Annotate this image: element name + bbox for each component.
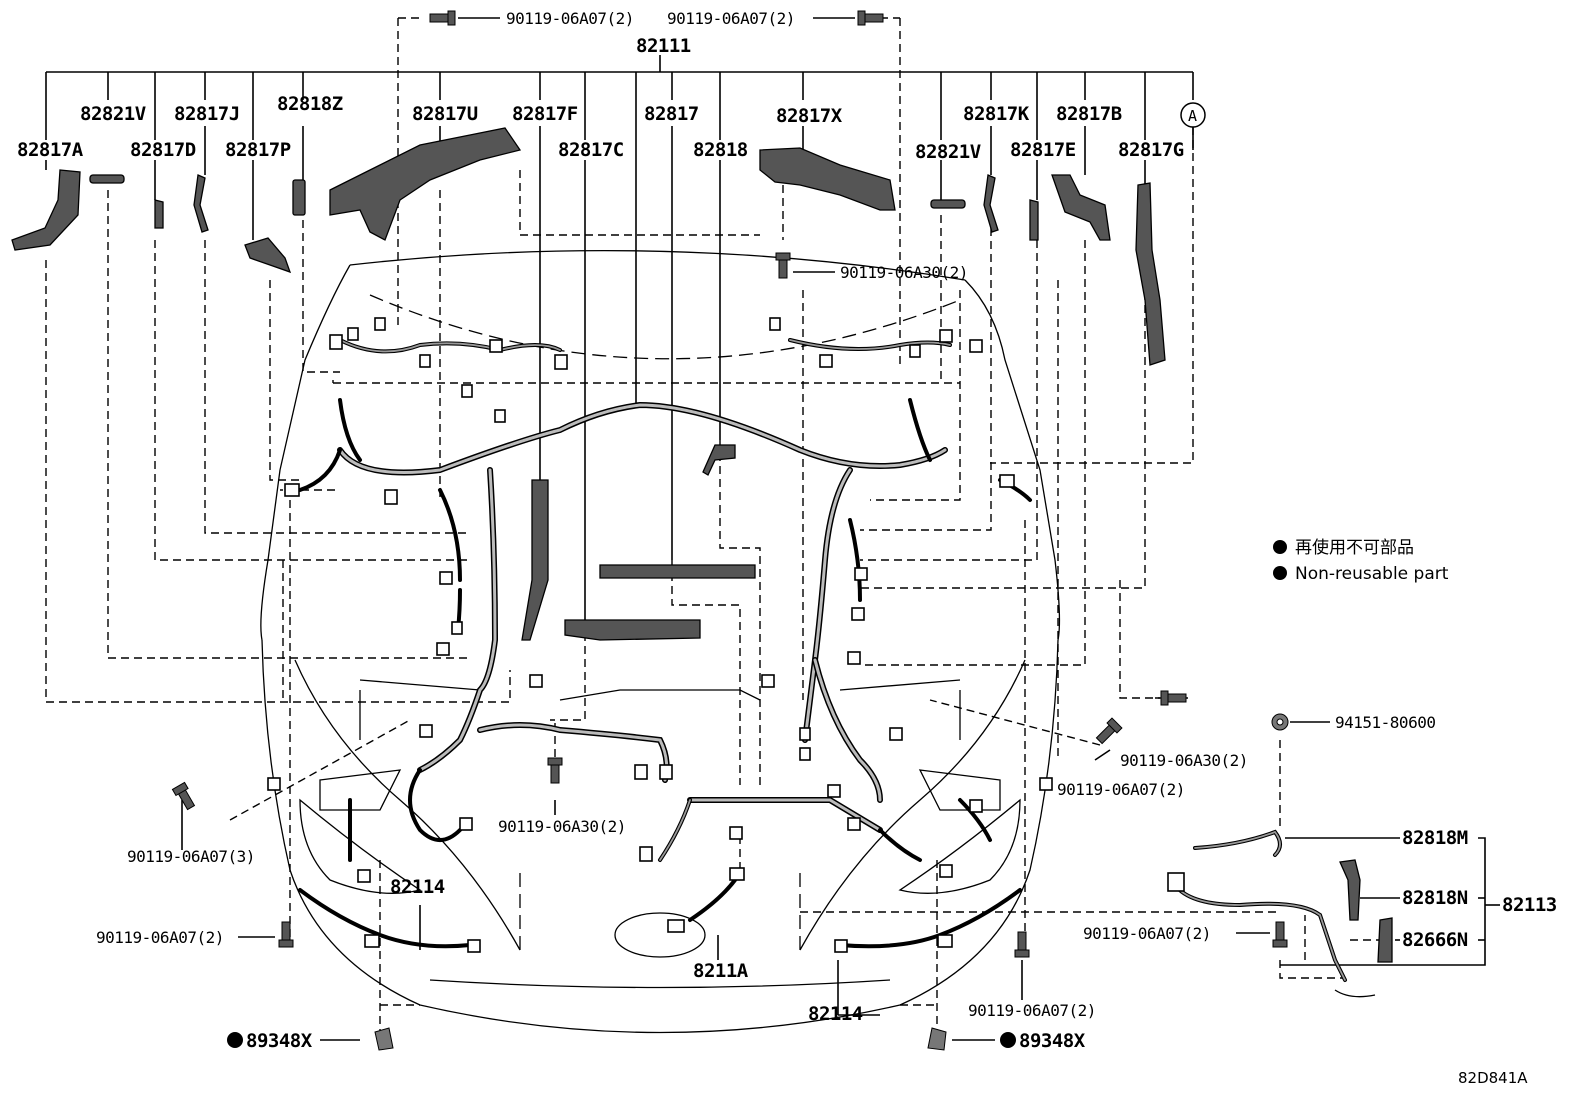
part-labels: 82111 82817A 82821V 82817D 82817J 82817P… xyxy=(17,9,1557,1087)
label-82821v-left: 82821V xyxy=(80,103,146,125)
bracket-82817 xyxy=(599,564,756,579)
label-82817j: 82817J xyxy=(174,103,240,125)
clip-82817d xyxy=(154,199,164,229)
clip-icon xyxy=(927,1027,947,1051)
label-82817f: 82817F xyxy=(512,103,578,125)
label-82666n: 82666N xyxy=(1402,929,1468,951)
label-82114-right: 82114 xyxy=(808,1003,863,1025)
clip-82818z xyxy=(292,179,306,216)
label-8211a: 8211A xyxy=(693,960,749,982)
non-reusable-dot-icon xyxy=(227,1032,243,1048)
label-82817: 82817 xyxy=(644,103,699,125)
label-fastener-right-bottom: 90119-06A07(2) xyxy=(968,1001,1096,1020)
bracket-82817x xyxy=(759,147,896,211)
label-82817b: 82817B xyxy=(1056,103,1122,125)
bolt-icon xyxy=(171,781,196,811)
legend-en: Non-reusable part xyxy=(1295,564,1449,584)
non-reusable-dot-icon xyxy=(1273,540,1287,554)
leader-lines xyxy=(45,17,1500,1041)
label-82817u: 82817U xyxy=(412,103,478,125)
bolt-icon xyxy=(547,757,563,784)
wire-harness xyxy=(298,338,1032,949)
fastener-icons xyxy=(171,10,1289,1051)
label-82113: 82113 xyxy=(1502,894,1557,916)
label-fastener-left-two: 90119-06A07(2) xyxy=(96,928,224,947)
label-82817k: 82817K xyxy=(963,103,1030,125)
label-82817g: 82817G xyxy=(1118,139,1184,161)
bracket-82817p xyxy=(244,237,292,274)
label-fastener-left-three: 90119-06A07(3) xyxy=(127,847,255,866)
label-fastener-top-left: 90119-06A07(2) xyxy=(506,9,634,28)
vehicle-outline xyxy=(260,249,1061,1034)
clip-82817j xyxy=(193,174,209,233)
clip-82818 xyxy=(702,444,736,476)
label-fastener-upper-right: 90119-06A30(2) xyxy=(840,263,968,282)
label-fastener-center-bottom: 90119-06A30(2) xyxy=(498,817,626,836)
bolt-icon xyxy=(1160,690,1187,706)
label-82817e: 82817E xyxy=(1010,139,1076,161)
bracket-82817f xyxy=(521,479,549,641)
clip-82821v-left xyxy=(89,174,125,184)
bracket-82817a xyxy=(11,169,81,251)
nut-icon xyxy=(1271,713,1289,731)
label-89348x-right: 89348X xyxy=(1019,1030,1086,1052)
clip-icon xyxy=(374,1027,394,1051)
callout-a-icon xyxy=(1180,102,1206,128)
bolt-icon xyxy=(775,252,791,279)
connectors xyxy=(267,317,1053,953)
bolt-icon xyxy=(1014,931,1030,958)
non-reusable-dot-icon xyxy=(1273,566,1287,580)
clip-82817k xyxy=(983,174,999,233)
label-fastener-right-a: 90119-06A30(2) xyxy=(1120,751,1248,770)
label-82818z: 82818Z xyxy=(277,93,343,115)
label-82821v-right: 82821V xyxy=(915,141,981,163)
clip-82817e xyxy=(1029,199,1039,241)
diagram-code: 82D841A xyxy=(1458,1069,1528,1087)
label-82817c: 82817C xyxy=(558,139,624,161)
label-82817p: 82817P xyxy=(225,139,291,161)
bolt-icon xyxy=(857,10,884,26)
bracket-parts xyxy=(11,127,1166,641)
legend-jp: 再使用不可部品 xyxy=(1295,537,1414,558)
label-89348x-left: 89348X xyxy=(246,1030,313,1052)
label-82818m: 82818M xyxy=(1402,827,1468,849)
bracket-82817c xyxy=(564,619,701,641)
label-82817d: 82817D xyxy=(130,139,196,161)
bolt-icon xyxy=(1095,717,1123,745)
clip-82821v-right xyxy=(930,199,966,209)
label-82114-left: 82114 xyxy=(390,876,445,898)
label-fastener-sub-nut: 94151-80600 xyxy=(1335,713,1435,732)
callout-a: A xyxy=(1188,107,1197,125)
non-reusable-dot-icon xyxy=(1000,1032,1016,1048)
bracket-82817g xyxy=(1135,182,1166,366)
label-82817a: 82817A xyxy=(17,139,84,161)
bracket-82817b xyxy=(1051,174,1111,241)
bolt-icon xyxy=(429,10,456,26)
label-fastener-right-b: 90119-06A07(2) xyxy=(1057,780,1185,799)
bolt-icon xyxy=(1272,921,1288,948)
legend: 再使用不可部品 Non-reusable part xyxy=(1273,537,1449,584)
bolt-icon xyxy=(278,921,294,948)
bracket-82817u xyxy=(329,127,522,241)
label-82818: 82818 xyxy=(693,139,748,161)
label-82817x: 82817X xyxy=(776,105,843,127)
label-82818n: 82818N xyxy=(1402,887,1468,909)
label-fastener-sub-left: 90119-06A07(2) xyxy=(1083,924,1211,943)
sub-harness-82113 xyxy=(1167,829,1393,998)
label-82111: 82111 xyxy=(636,35,691,57)
label-fastener-top-right: 90119-06A07(2) xyxy=(667,9,795,28)
